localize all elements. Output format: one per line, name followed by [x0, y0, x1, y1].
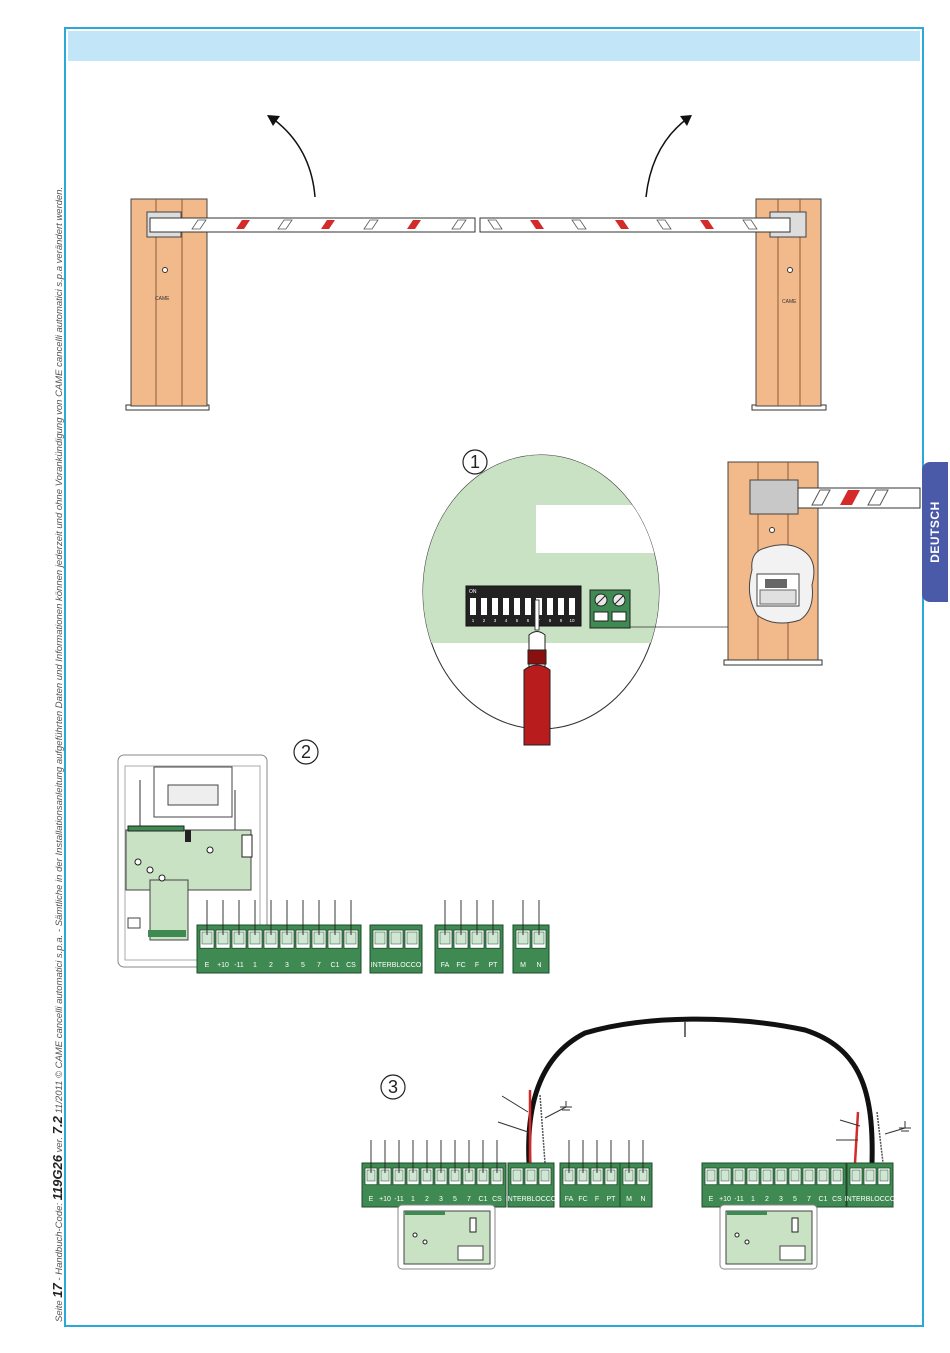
terminal-label: 7 — [467, 1196, 471, 1203]
step-2-marker: 2 — [293, 739, 319, 765]
zoom-circle: ON 1 2 3 4 5 6 7 8 9 10 — [422, 454, 760, 746]
svg-text:10: 10 — [569, 618, 575, 623]
terminal-label: 3 — [439, 1196, 443, 1203]
terminal-strip-step2: E +10 -11 1 2 3 5 7 C1 CS INTERBLOCCO FA FC F PT M N — [196, 900, 550, 974]
page-frame — [64, 27, 924, 1327]
control-board-3-right — [719, 1204, 818, 1270]
svg-text:1: 1 — [472, 618, 475, 623]
terminal-label: E — [709, 1196, 714, 1203]
terminal-label: N — [640, 1196, 645, 1203]
screwdriver-icon — [534, 599, 540, 631]
terminal-label: 5 — [793, 1196, 797, 1203]
svg-text:2: 2 — [483, 618, 486, 623]
svg-text:3: 3 — [494, 618, 497, 623]
barrier-left: CAME — [125, 115, 476, 411]
svg-text:3: 3 — [388, 1077, 398, 1097]
terminal-label: -11 — [734, 1196, 744, 1203]
svg-text:9: 9 — [560, 618, 563, 623]
terminal-label: INTERBLOCCO — [506, 1196, 557, 1203]
terminal-label: F — [595, 1196, 599, 1203]
terminal-label: M — [626, 1196, 632, 1203]
step-3-marker: 3 — [380, 1074, 406, 1100]
header-bar — [68, 31, 920, 61]
terminal-label: 1 — [253, 962, 257, 969]
svg-text:8: 8 — [549, 618, 552, 623]
terminal-label: 2 — [269, 962, 273, 969]
control-board-2 — [117, 754, 268, 968]
terminal-label: PT — [607, 1196, 617, 1203]
terminal-label: 5 — [453, 1196, 457, 1203]
terminal-label: E — [369, 1196, 374, 1203]
interlock-cable — [497, 1016, 911, 1164]
terminal-label: 2 — [765, 1196, 769, 1203]
terminal-label: FC — [578, 1196, 587, 1203]
language-tab[interactable]: DEUTSCH — [922, 462, 948, 602]
terminal-label: N — [536, 962, 541, 969]
terminal-label: -11 — [394, 1196, 404, 1203]
svg-text:4: 4 — [505, 618, 508, 623]
terminal-label: CS — [832, 1196, 842, 1203]
terminal-label: C1 — [479, 1196, 488, 1203]
svg-text:5: 5 — [516, 618, 519, 623]
terminal-label: INTERBLOCCO — [371, 962, 422, 969]
barrier-right: CAME — [479, 115, 827, 411]
terminal-label: -11 — [234, 962, 244, 969]
terminal-label: PT — [489, 962, 499, 969]
terminal-label: 5 — [301, 962, 305, 969]
terminal-label: 7 — [317, 962, 321, 969]
svg-text:1: 1 — [470, 452, 480, 472]
step-1-marker: 1 — [462, 449, 488, 475]
terminal-label: 7 — [807, 1196, 811, 1203]
terminal-label: FC — [456, 962, 465, 969]
terminal-label: CS — [346, 962, 356, 969]
terminal-label: FA — [565, 1196, 574, 1203]
terminal-label: CS — [492, 1196, 502, 1203]
terminal-label: C1 — [819, 1196, 828, 1203]
terminal-label: 1 — [751, 1196, 755, 1203]
barrier-post-detail — [723, 461, 921, 666]
terminal-label: +10 — [379, 1196, 391, 1203]
control-board-3-left — [397, 1204, 496, 1270]
terminal-label: M — [520, 962, 526, 969]
came-logo-right: CAME — [782, 299, 797, 305]
terminal-label: +10 — [719, 1196, 731, 1203]
dip-on-label: ON — [469, 589, 477, 595]
came-logo-left: CAME — [155, 296, 170, 302]
svg-text:2: 2 — [301, 742, 311, 762]
terminal-label: 2 — [425, 1196, 429, 1203]
terminal-strip-step3-left: E +10-11 1 2 3 5 7 C1 CS INTERBLOCCO FA FC F PT M N — [361, 1140, 653, 1208]
terminal-label: 3 — [285, 962, 289, 969]
svg-text:6: 6 — [527, 618, 530, 623]
terminal-label: 1 — [411, 1196, 415, 1203]
terminal-label: E — [205, 962, 210, 969]
terminal-label: C1 — [331, 962, 340, 969]
terminal-label: +10 — [217, 962, 229, 969]
terminal-label: F — [475, 962, 479, 969]
terminal-label: 3 — [779, 1196, 783, 1203]
terminal-label: INTERBLOCCO — [845, 1196, 896, 1203]
terminal-label: FA — [441, 962, 450, 969]
